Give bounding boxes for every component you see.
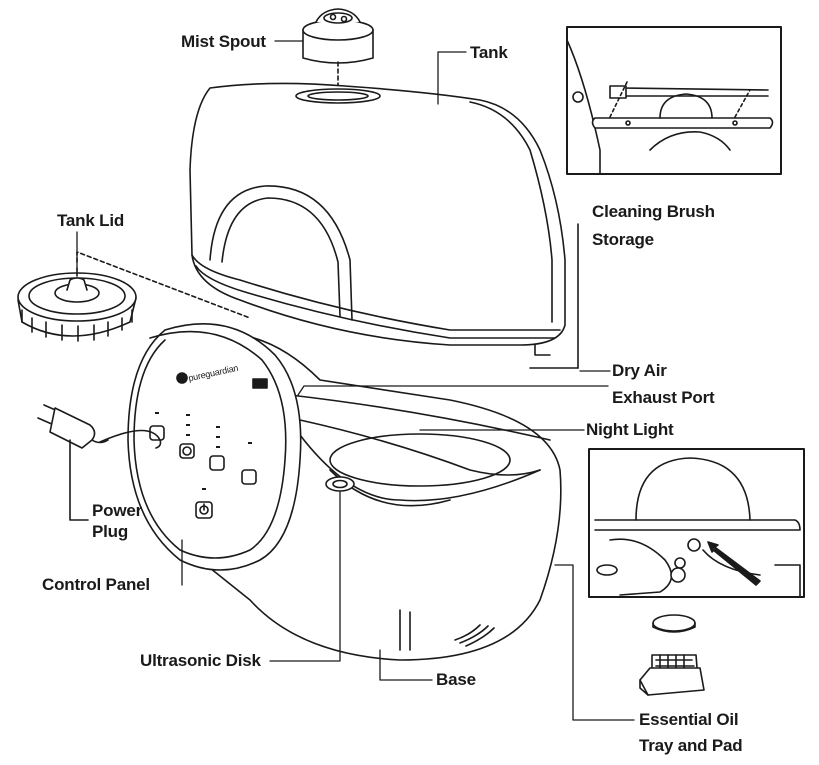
night-light-label: Night Light (586, 420, 674, 439)
essential-oil-parts (639, 614, 705, 696)
tank-lid-label: Tank Lid (57, 211, 125, 230)
power-plug-part (37, 404, 162, 521)
cleaning-brush-storage-label-line2: Storage (592, 230, 654, 249)
essential-oil-tray-pad-label-line2: Tray and Pad (639, 736, 743, 755)
mist-spout-label: Mist Spout (181, 32, 266, 51)
dry-air-exhaust-port-label-line1: Dry Air (612, 361, 667, 380)
control-panel-part (127, 323, 302, 571)
ultrasonic-disk-label: Ultrasonic Disk (140, 651, 261, 670)
ultrasonic-disk-part (325, 476, 355, 492)
leader-lines (76, 40, 635, 721)
essential-oil-tray-pad-label-line1: Essential Oil (639, 710, 739, 729)
tank-label: Tank (470, 43, 508, 62)
tank-part (189, 82, 566, 356)
base-label: Base (436, 670, 476, 689)
cleaning-brush-inset (529, 26, 782, 369)
power-plug-label-line1: Power (92, 501, 143, 520)
mist-spout-part (302, 8, 374, 97)
power-plug-label-line2: Plug (92, 522, 129, 541)
control-panel-label: Control Panel (42, 575, 150, 594)
night-light-inset (588, 448, 805, 598)
dry-air-exhaust-port-label-line2: Exhaust Port (612, 388, 715, 407)
cleaning-brush-storage-label-line1: Cleaning Brush (592, 202, 715, 221)
